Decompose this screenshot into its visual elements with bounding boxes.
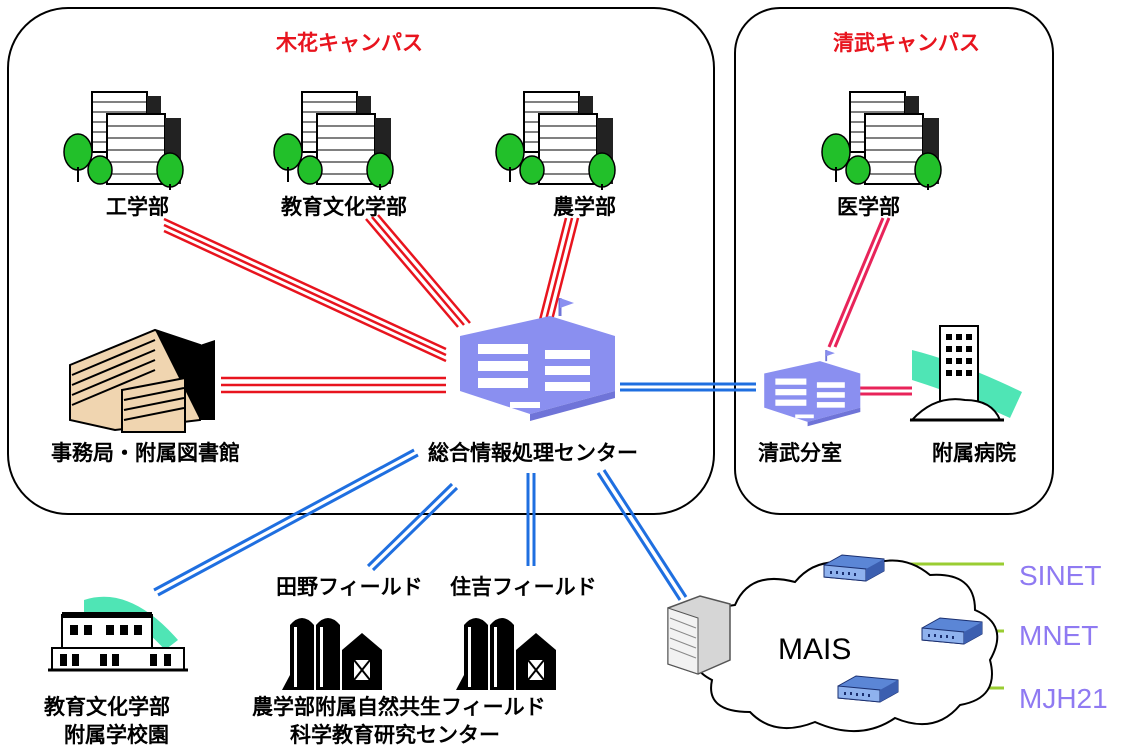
kiyotake-branch-building-icon bbox=[763, 349, 862, 428]
hospital-label: 附属病院 bbox=[932, 441, 1016, 465]
mais-cloud bbox=[695, 559, 999, 732]
education-building-icon bbox=[273, 91, 394, 191]
hospital-building-icon bbox=[909, 325, 1022, 422]
external-network-mjh21: MJH21 bbox=[1019, 683, 1108, 714]
field-center-label-line1: 農学部附属自然共生フィールド bbox=[252, 695, 546, 719]
kibana-campus-title: 木花キャンパス bbox=[276, 31, 423, 55]
pink-links bbox=[827, 217, 912, 396]
school-label-line2: 附属学校園 bbox=[64, 723, 169, 747]
tano-field-barn-icon bbox=[281, 617, 383, 691]
blue-links bbox=[153, 382, 756, 601]
admin-library-label: 事務局・附属図書館 bbox=[51, 441, 240, 465]
mais-label: MAIS bbox=[778, 633, 852, 666]
tano-field-label: 田野フィールド bbox=[276, 575, 423, 599]
kiyotake-campus-boundary bbox=[734, 7, 1054, 515]
external-network-mnet: MNET bbox=[1019, 620, 1099, 651]
medicine-label: 医学部 bbox=[837, 195, 900, 219]
engineering-label: 工学部 bbox=[106, 195, 169, 219]
kiyotake-campus-title: 清武キャンパス bbox=[833, 31, 980, 55]
admin-library-building-icon bbox=[69, 328, 215, 433]
agriculture-building-icon bbox=[495, 91, 616, 191]
agriculture-label: 農学部 bbox=[553, 195, 616, 219]
core-router-icon bbox=[667, 595, 731, 675]
kibana-campus-boundary bbox=[7, 7, 715, 515]
school-label-line1: 教育文化学部 bbox=[44, 695, 170, 719]
external-network-sinet: SINET bbox=[1019, 560, 1102, 591]
kiyotake-branch-label: 清武分室 bbox=[758, 441, 842, 465]
engineering-building-icon bbox=[63, 91, 184, 191]
sumiyoshi-field-barn-icon bbox=[455, 617, 557, 691]
medicine-building-icon bbox=[821, 91, 942, 191]
school-building-icon bbox=[48, 596, 188, 672]
red-links bbox=[163, 214, 580, 394]
center-building-icon bbox=[458, 296, 617, 423]
field-center-label-line2: 科学教育研究センター bbox=[290, 723, 500, 747]
sumiyoshi-field-label: 住吉フィールド bbox=[450, 575, 597, 599]
center-label: 総合情報処理センター bbox=[428, 441, 638, 465]
education-label: 教育文化学部 bbox=[281, 195, 407, 219]
